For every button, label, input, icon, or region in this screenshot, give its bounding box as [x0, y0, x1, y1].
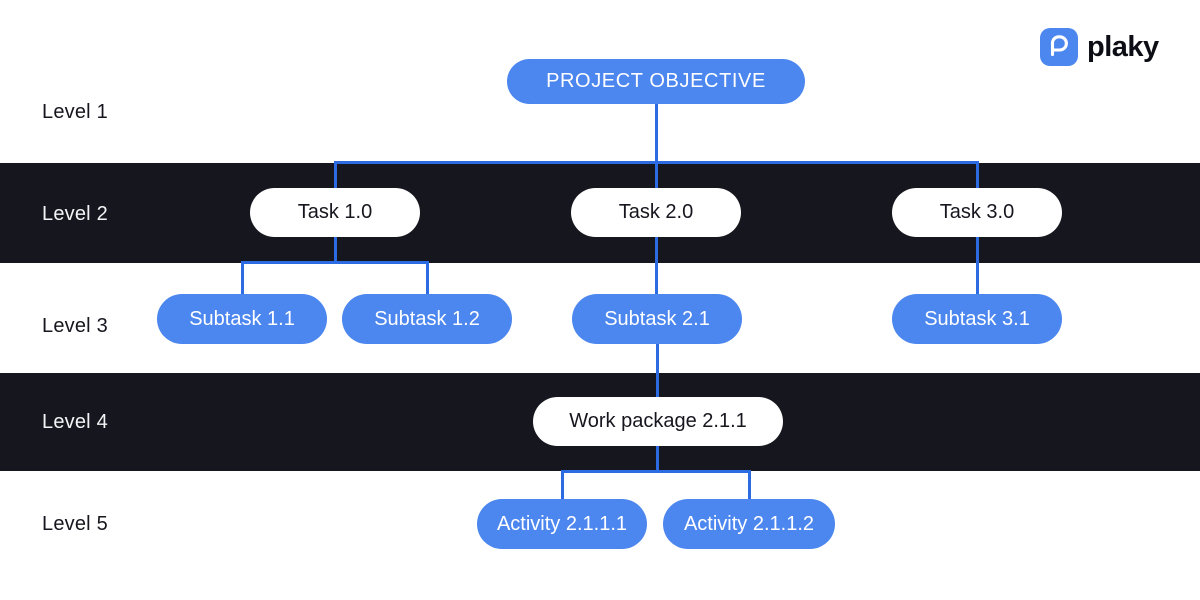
- node-subtask-1-1: Subtask 1.1: [157, 294, 327, 344]
- node-activity-2-1-1-1: Activity 2.1.1.1: [477, 499, 647, 549]
- plaky-logo: plaky: [1040, 28, 1159, 66]
- node-subtask-3-1: Subtask 3.1: [892, 294, 1062, 344]
- plaky-logo-text: plaky: [1087, 31, 1159, 63]
- connector-workpackage-down: [656, 445, 659, 473]
- node-activity-2-1-1-2: Activity 2.1.1.2: [663, 499, 835, 549]
- node-task-3-0: Task 3.0: [892, 188, 1062, 237]
- connector-objective-down: [655, 103, 658, 162]
- connector-subtask11-stub: [241, 261, 244, 295]
- connector-task1-down: [334, 236, 337, 263]
- connector-task2-stub: [655, 161, 658, 188]
- connector-task2-down: [655, 236, 658, 296]
- node-subtask-2-1: Subtask 2.1: [572, 294, 742, 344]
- node-task-2-0: Task 2.0: [571, 188, 741, 237]
- node-project-objective: PROJECT OBJECTIVE: [507, 59, 805, 104]
- connector-subtask12-stub: [426, 261, 429, 295]
- connector-task3-down: [976, 236, 979, 296]
- connector-level5-horizontal: [561, 470, 751, 473]
- level-3-label: Level 3: [42, 315, 108, 337]
- node-task-1-0: Task 1.0: [250, 188, 420, 237]
- level-2-label: Level 2: [42, 203, 108, 225]
- level-5-label: Level 5: [42, 513, 108, 535]
- level-1-label: Level 1: [42, 101, 108, 123]
- level-4-label: Level 4: [42, 411, 108, 433]
- connector-task1-stub: [334, 161, 337, 188]
- connector-subtask21-down: [656, 343, 659, 398]
- connector-task3-stub: [976, 161, 979, 188]
- connector-activity2-stub: [748, 470, 751, 500]
- connector-activity1-stub: [561, 470, 564, 500]
- plaky-logo-icon: [1040, 28, 1078, 66]
- connector-task1-branch-horizontal: [241, 261, 429, 264]
- node-subtask-1-2: Subtask 1.2: [342, 294, 512, 344]
- node-work-package-2-1-1: Work package 2.1.1: [533, 397, 783, 446]
